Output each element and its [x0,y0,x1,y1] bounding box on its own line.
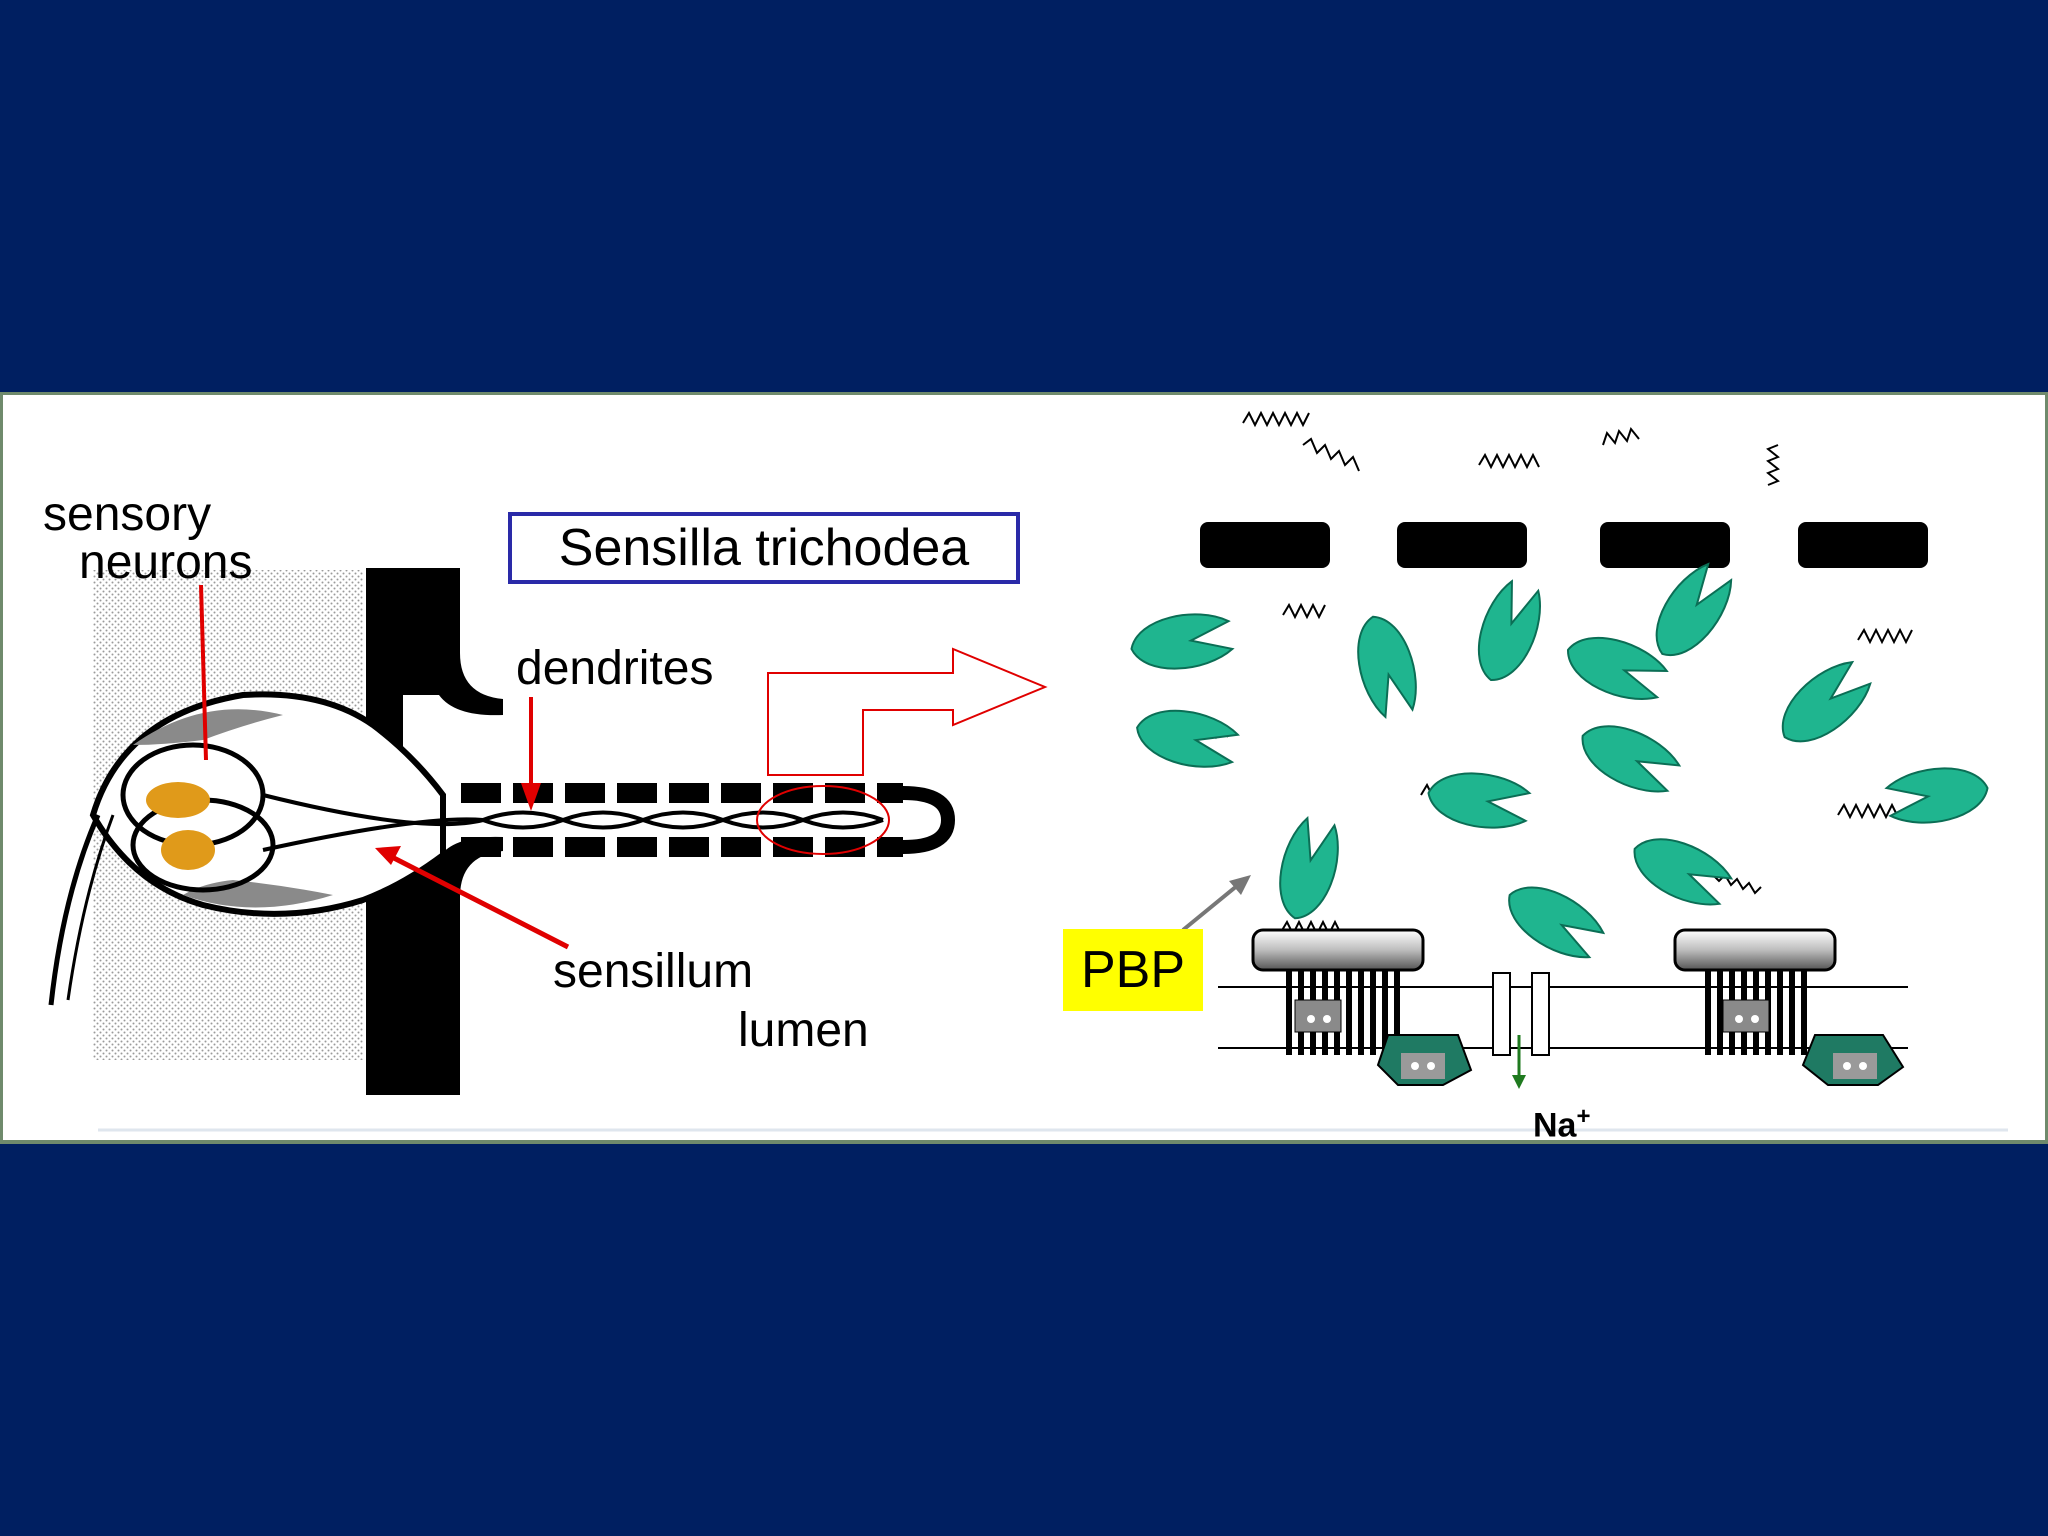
support-cell-top [133,709,283,745]
figure-panel: sensory neurons Sensilla trichodea dendr… [0,392,2048,1144]
label-lumen: lumen [738,1004,869,1057]
diagram-graphics [48,410,2008,1132]
label-sensory: sensory [43,488,212,541]
label-neurons: neurons [79,536,253,589]
ion-symbol: Na [1533,1106,1577,1145]
cuticle-wall [366,568,503,1095]
ion-channel [1492,972,1550,1056]
hair-tip [902,786,956,854]
pbp-pointer [1181,875,1251,932]
pbp-proteins [1126,555,1993,969]
ion-charge: + [1576,1103,1591,1130]
lumen-arrow [375,846,570,950]
label-pbp: PBP [1063,929,1203,1011]
neurons-pointer [199,584,208,761]
receptor-right [1673,928,1905,1086]
ion-flow-arrow [1512,1035,1526,1089]
diagram-title: Sensilla trichodea [508,512,1020,584]
zoom-arrow [767,647,1048,776]
neuron-nucleus-2 [161,830,215,870]
axon [48,813,101,1006]
hair-shaft [461,783,903,857]
dendrites-arrow [521,697,541,811]
label-ion: Na+ [1533,1103,1591,1145]
zoom-region-ellipse [756,785,890,855]
label-sensillum: sensillum [553,945,754,998]
receptor-left [1251,928,1473,1086]
neuron-nucleus-1 [146,782,210,818]
cuticle-pores [1200,522,1928,568]
dendrites [262,793,884,852]
pheromone-molecules [1167,410,1913,937]
label-dendrites: dendrites [516,642,714,695]
